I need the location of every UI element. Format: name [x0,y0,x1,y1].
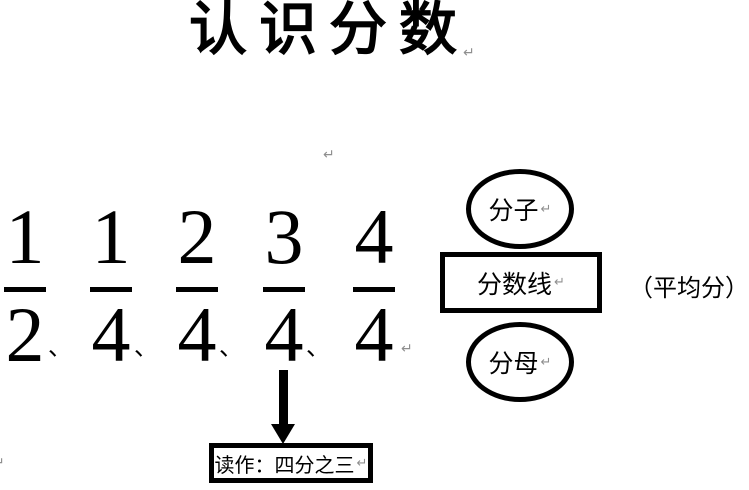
fraction-denominator: 4 [264,291,304,378]
fraction-four-fourths: 4 4 [334,196,414,376]
paragraph-mark: ↵ [463,45,475,61]
fraction-bar [90,287,132,292]
paragraph-mark: ↵ [540,201,552,217]
fraction-two-fourths: 2 4 [157,196,237,376]
fraction-numerator: 1 [91,193,131,280]
numerator-label: 分子 [488,198,539,225]
paragraph-mark: ↵ [323,147,335,163]
fraction-numerator: 2 [177,193,217,280]
equal-share-note: （平均分）↵ [629,276,749,302]
fraction-one-fourth: 1 4 [71,196,151,376]
reading-text: 读作：四分之三 [214,454,355,477]
paragraph-mark: ↵ [356,455,368,471]
paragraph-mark: ↵ [554,275,565,290]
fraction-bar [176,287,218,292]
enumeration-comma: 、 [219,335,243,361]
fraction-bar [353,287,395,292]
fraction-one-half: 1 2 [0,196,65,376]
enumeration-comma: 、 [306,335,330,361]
fraction-three-fourths: 3 4 [244,196,324,376]
fraction-bar [4,287,46,292]
enumeration-comma: 、 [134,335,158,361]
fraction-numerator: 4 [354,193,394,280]
down-arrow-icon [271,424,295,444]
down-arrow-shaft [279,370,288,426]
fraction-denominator: 4 [91,291,131,378]
fraction-bar [263,287,305,292]
paragraph-mark: ↵ [401,341,413,357]
paragraph-mark: ↵ [0,456,5,470]
fraction-denominator: 4 [354,291,394,378]
denominator-label: 分母 [488,351,539,378]
page-title: 认识分数 [189,0,470,62]
reading-box: 读作：四分之三↵ [209,443,373,483]
fraction-denominator: 2 [5,291,45,378]
fraction-line-label-box: 分数线↵ [440,252,602,313]
numerator-label-oval: 分子↵ [466,169,574,249]
fraction-numerator: 1 [5,193,45,280]
fraction-denominator: 4 [177,291,217,378]
denominator-label-oval: 分母↵ [466,322,574,402]
fraction-numerator: 3 [264,193,304,280]
paragraph-mark: ↵ [540,354,552,370]
enumeration-comma: 、 [48,335,72,361]
fraction-line-label: 分数线 [477,271,553,299]
